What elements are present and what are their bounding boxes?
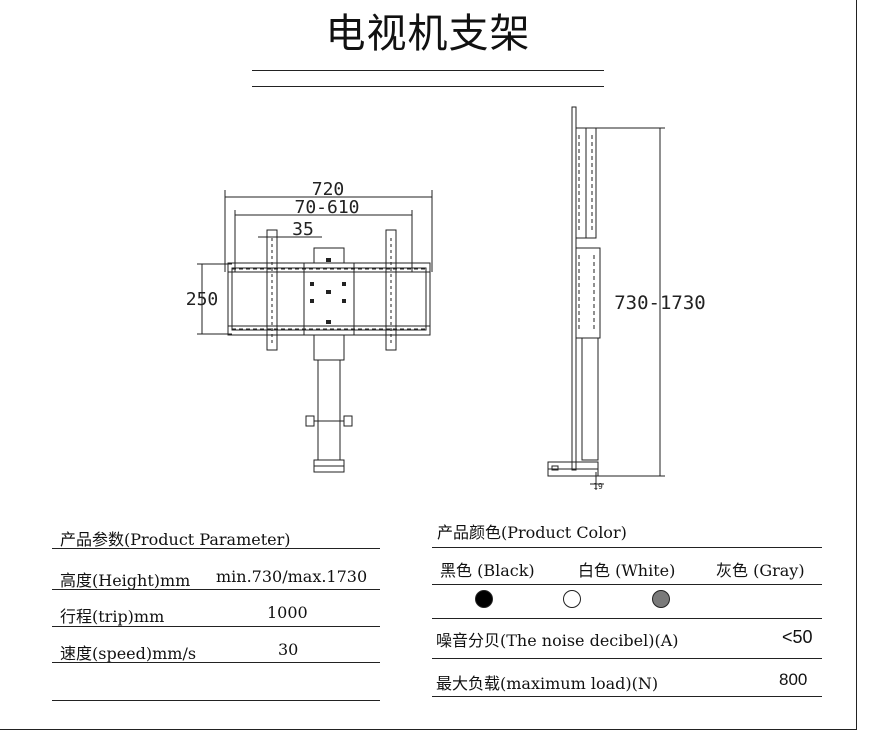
- title-underline-bottom: [252, 86, 604, 87]
- upper-slots: [578, 135, 593, 230]
- params-header: 产品参数(Product Parameter): [60, 530, 291, 549]
- colors-rule-3: [432, 658, 822, 659]
- swatch-black: [475, 590, 493, 608]
- dim-label-19: 19: [593, 482, 603, 491]
- colors-rule-2: [432, 618, 822, 619]
- dim-label-35: 35: [292, 219, 314, 240]
- load-label: 最大负载(maximum load)(N): [436, 674, 659, 693]
- color-label-gray: 灰色 (Gray): [716, 561, 805, 580]
- param-label-height: 高度(Height)mm: [60, 571, 191, 590]
- dim-label-730-1730: 730-1730: [614, 292, 706, 314]
- side-base-hole: [551, 465, 559, 471]
- vesa-arm-left: [266, 229, 278, 351]
- arm-slots: [271, 238, 392, 344]
- param-value-height: min.730/max.1730: [216, 567, 368, 586]
- plate-holes: [310, 258, 346, 324]
- frame-bottom-border: [0, 729, 857, 730]
- column-head: [313, 334, 345, 361]
- params-rule-3: [52, 662, 380, 663]
- side-plate: [571, 106, 577, 471]
- load-value: 800: [779, 670, 808, 689]
- param-value-speed: 30: [278, 640, 299, 659]
- side-column: [581, 337, 599, 461]
- params-rule-0: [52, 548, 380, 549]
- params-rule-2: [52, 626, 380, 627]
- column-body: [317, 359, 341, 461]
- params-rule-1: [52, 589, 380, 590]
- column-clamp-right: [343, 415, 353, 427]
- mounting-frame-inner: [231, 267, 427, 331]
- column-clamp-left: [305, 415, 315, 427]
- colors-rule-1: [432, 584, 822, 585]
- dim-label-70-610: 70-610: [294, 197, 359, 218]
- colors-rule-4: [432, 696, 822, 697]
- param-label-trip: 行程(trip)mm: [60, 607, 165, 626]
- lower-bracket: [575, 247, 601, 339]
- color-label-black: 黑色 (Black): [440, 561, 535, 580]
- front-view: 720 70-610 35 250: [186, 179, 433, 473]
- lower-slots: [578, 255, 595, 330]
- swatch-gray: [652, 590, 670, 608]
- noise-label: 噪音分贝(The noise decibel)(A): [436, 631, 679, 650]
- param-value-trip: 1000: [267, 603, 308, 622]
- mounting-frame: [227, 262, 431, 336]
- side-view: 730-1730 19: [547, 106, 706, 491]
- title-underline-top: [252, 70, 604, 71]
- param-label-speed: 速度(speed)mm/s: [60, 644, 197, 663]
- vesa-arm-right: [385, 229, 397, 351]
- dim-label-250: 250: [186, 289, 219, 310]
- noise-value: <50: [782, 627, 813, 647]
- colors-rule-0: [432, 547, 822, 548]
- frame-right-border: [856, 0, 857, 730]
- rail-slots: [232, 268, 426, 330]
- params-rule-4: [52, 700, 380, 701]
- page-title: 电视机支架: [325, 11, 531, 57]
- dim-label-720: 720: [312, 179, 345, 200]
- color-label-white: 白色 (White): [578, 561, 676, 580]
- colors-header: 产品颜色(Product Color): [437, 523, 627, 542]
- swatch-white: [563, 590, 581, 608]
